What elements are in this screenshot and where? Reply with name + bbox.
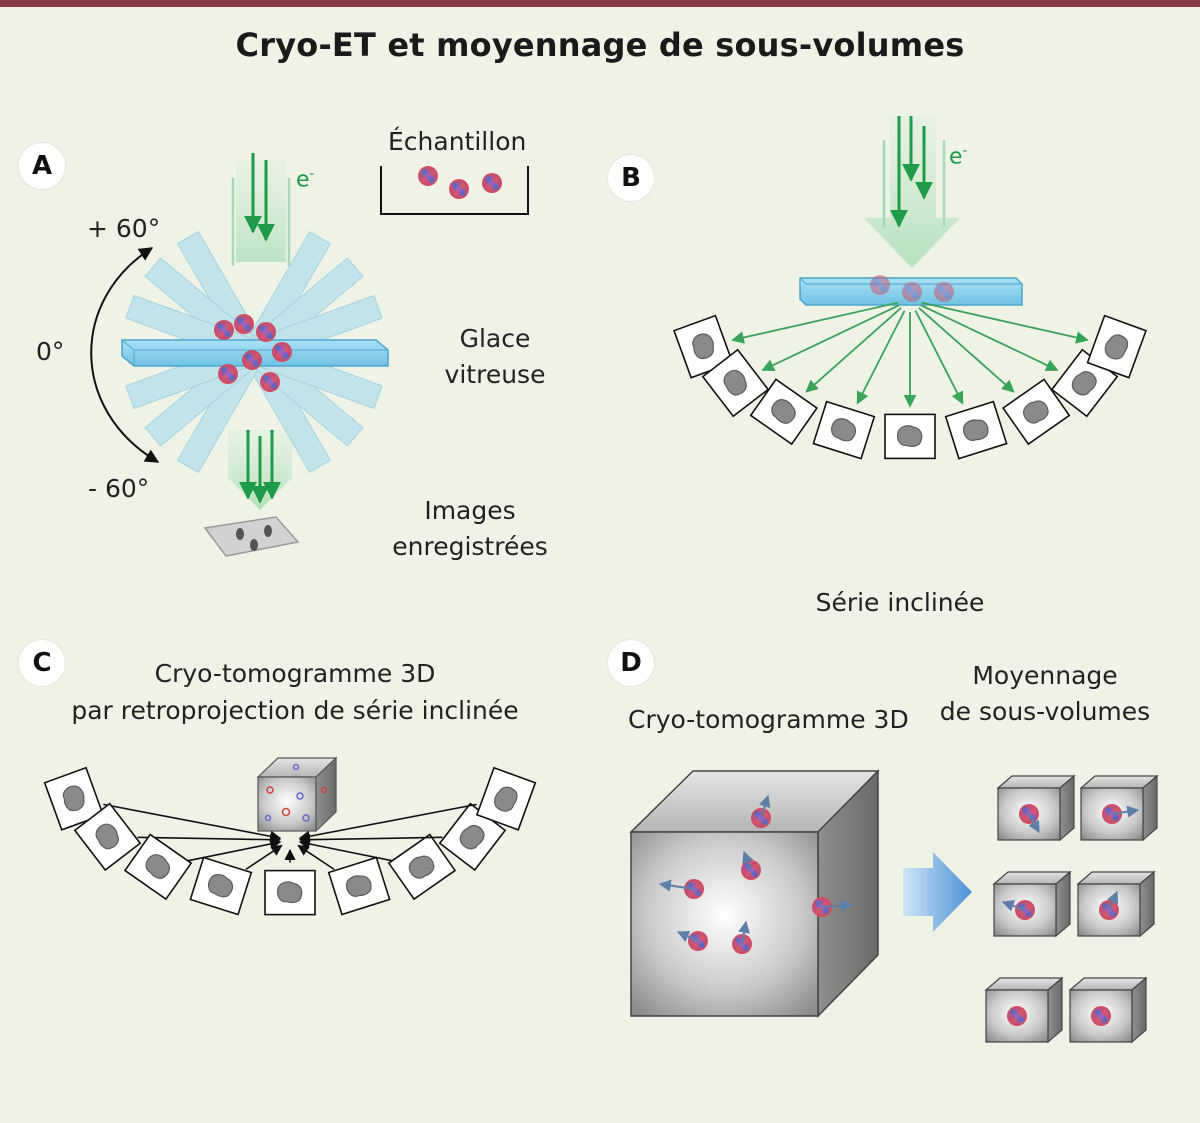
panel-d-graphics xyxy=(629,769,1159,1044)
panel-a-ice-label-line2: vitreuse xyxy=(444,360,546,389)
panel-c-tilt-frame xyxy=(387,833,457,901)
subvolume-cube xyxy=(1079,774,1159,842)
panel-a-graphics xyxy=(90,153,529,557)
panel-c-tilt-frame xyxy=(73,802,142,872)
panel-d-tomogram-label: Cryo-tomogramme 3D xyxy=(628,705,909,734)
panel-b-tilt-ray xyxy=(761,304,900,371)
panel-c-tilt-ray xyxy=(297,844,335,871)
panel-a-particle xyxy=(214,320,234,340)
panel-a-particle xyxy=(272,342,292,362)
panel-b-tilt-ray xyxy=(731,301,899,344)
panel-b-tilt-ray xyxy=(918,307,1015,393)
panel-a-angle-minus-60: - 60° xyxy=(88,474,150,503)
panel-c-tilt-frame xyxy=(264,869,316,916)
panel-a-sample-particle xyxy=(449,179,469,199)
panel-c-tilt-ray xyxy=(298,803,477,842)
panel-b-badge: B xyxy=(608,155,654,201)
panel-b-tilt-ray xyxy=(921,301,1089,344)
panel-b-beam xyxy=(864,116,960,268)
panel-a-angle-plus-60: + 60° xyxy=(87,214,161,243)
panel-c-badge: C xyxy=(19,640,65,686)
panel-d-averaging-arrow xyxy=(903,852,972,932)
panel-b-tilt-frame xyxy=(884,413,936,460)
panel-d-averaging-line2: de sous-volumes xyxy=(939,697,1151,726)
panel-b-tilt-frame xyxy=(701,348,770,418)
panel-b-tilt-frame xyxy=(1001,378,1071,446)
panel-a-incoming-beam xyxy=(236,160,286,262)
panel-b-electron-label: e- xyxy=(949,143,968,170)
panel-d-subvolumes xyxy=(984,774,1159,1044)
panel-c-caption-line1: Cryo-tomogramme 3D xyxy=(154,659,436,688)
panel-c-graphics xyxy=(43,756,537,916)
panel-d-badge: D xyxy=(608,640,654,686)
panel-d-cube-front xyxy=(630,831,819,1017)
panel-b-tilt-frame xyxy=(1086,314,1147,379)
subvolume-cube xyxy=(992,870,1072,938)
subvolume-cube xyxy=(1076,870,1156,938)
figure-title: Cryo-ET et moyennage de sous-volumes xyxy=(235,26,965,64)
panel-a-particle xyxy=(234,314,254,334)
panel-c-tilt-frame xyxy=(43,766,105,831)
panel-a-angle-0: 0° xyxy=(36,337,65,366)
panel-c-tilt-frame xyxy=(327,856,391,916)
panel-d-cube-particles xyxy=(658,794,854,954)
panel-b-tilt-ray xyxy=(805,307,902,393)
subvolume-cube xyxy=(996,774,1076,842)
panel-b-tilt-frame xyxy=(944,400,1008,460)
panel-c-tilt-frame xyxy=(475,766,537,831)
panel-c-tilt-series xyxy=(43,766,537,916)
panel-c-tilt-ray xyxy=(187,838,282,862)
panel-a-particle xyxy=(260,372,280,392)
subvolume-cube xyxy=(1068,976,1148,1044)
panel-b-tilt-frame xyxy=(812,400,876,460)
panel-b-tilt-frame xyxy=(749,378,819,446)
panel-a-images-label-line2: enregistrées xyxy=(392,532,548,561)
panel-c-tilt-ray xyxy=(137,834,282,846)
panel-a-particle xyxy=(242,350,262,370)
panel-a-sample-label: Échantillon xyxy=(388,127,527,156)
panel-a-particle xyxy=(218,364,238,384)
panel-a-electron-label: e- xyxy=(296,166,315,193)
top-accent-bar xyxy=(0,0,1200,7)
panel-c-cube-front xyxy=(257,776,317,832)
panel-a-tilt-arc xyxy=(90,247,160,463)
panel-b-tilt-ray xyxy=(856,310,906,405)
panel-a-sample-particle xyxy=(482,173,502,193)
panel-a-images-label-line1: Images xyxy=(424,496,516,525)
panel-b-tilt-series xyxy=(673,301,1147,460)
panel-b-caption: Série inclinée xyxy=(815,588,985,617)
panel-c-tilt-frame xyxy=(123,833,193,901)
panel-c-caption-line2: par retroprojection de série inclinée xyxy=(71,696,519,725)
panel-c-tilt-frame xyxy=(189,856,253,916)
panel-c-tilt-ray xyxy=(298,834,443,846)
panel-a-sample-particle xyxy=(418,166,438,186)
panel-a-ice-label-line1: Glace xyxy=(459,324,531,353)
panel-a-particle xyxy=(256,322,276,342)
panel-b-tilt-ray xyxy=(914,310,964,405)
panel-c-cube-particles xyxy=(264,763,328,822)
panel-a-recorded-image xyxy=(203,516,300,557)
panel-c-tilt-ray xyxy=(245,844,283,871)
panel-d-averaging-line1: Moyennage xyxy=(972,661,1118,690)
panel-a-sample-container xyxy=(380,166,529,215)
panel-c-tilt-ray xyxy=(103,803,282,842)
panel-b-tilt-ray xyxy=(920,304,1059,371)
subvolume-cube xyxy=(984,976,1064,1044)
panel-b-graphics xyxy=(673,116,1147,460)
panel-a-badge: A xyxy=(19,143,65,189)
panel-c-tilt-ray xyxy=(298,838,393,862)
